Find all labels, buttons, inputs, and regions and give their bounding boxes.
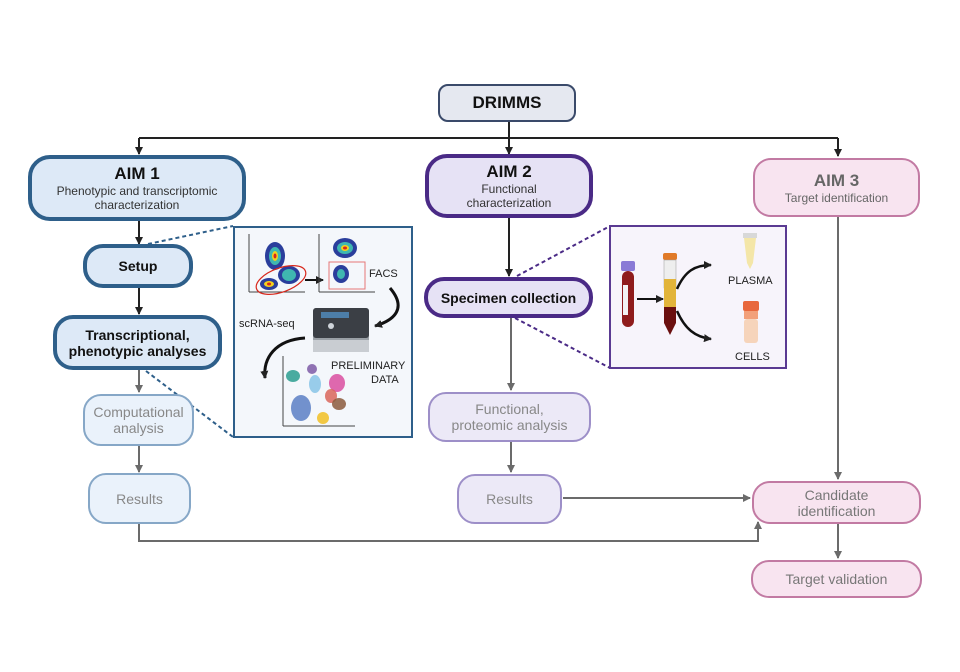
transcriptional-analyses-node[interactable]: Transcriptional, phenotypic analyses [53, 315, 222, 370]
aim2-results-label: Results [486, 491, 533, 507]
functional-line1: Functional, [475, 401, 544, 417]
preliminary-data-line1: PRELIMINARY [331, 360, 406, 372]
facs-plot-1 [248, 234, 307, 295]
computational-analysis-node[interactable]: Computational analysis [83, 394, 194, 446]
computational-line2: analysis [113, 420, 164, 436]
connector-aim1-results-to-candidate [138, 521, 762, 542]
dotted-link-setup-panel-top [147, 225, 234, 245]
aim1-subtitle-line1: Phenotypic and transcriptomic [56, 184, 218, 198]
aim1-results-node[interactable]: Results [88, 473, 191, 524]
setup-label: Setup [118, 258, 158, 274]
dotted-link-analyses-panel-bottom [145, 370, 234, 438]
facs-gate-rect [328, 261, 366, 290]
target-validation-node[interactable]: Target validation [751, 560, 922, 598]
drimms-node[interactable]: DRIMMS [438, 84, 576, 122]
specimen-collection-label: Specimen collection [440, 289, 577, 306]
aim3-subtitle: Target identification [784, 190, 889, 205]
aim1-title: AIM 1 [114, 164, 160, 183]
specimen-collection-node[interactable]: Specimen collection [424, 277, 593, 318]
aim2-subtitle-line2: characterization [466, 196, 552, 210]
computational-line1: Computational [93, 404, 184, 420]
drimms-label: DRIMMS [472, 93, 542, 112]
facs-label: FACS [369, 268, 398, 280]
functional-line2: proteomic analysis [451, 417, 568, 433]
aim2-title: AIM 2 [486, 162, 532, 181]
aim3-node[interactable]: AIM 3 Target identification [753, 158, 920, 217]
aim1-detail-panel: FACS scRNA-seq PRELIMINARY DATA [233, 226, 413, 438]
sequencer-icon [313, 308, 369, 352]
aim1-panel-illustration [248, 234, 400, 427]
aim2-node[interactable]: AIM 2 Functional characterization [425, 154, 593, 218]
centrifuge-tube-icon [663, 253, 677, 335]
candidate-line1: Candidate [804, 486, 869, 503]
blood-tube-icon [621, 261, 635, 327]
candidate-line2: identification [797, 502, 876, 519]
target-validation-label: Target validation [785, 571, 888, 587]
dotted-link-specimen-panel-bottom [514, 317, 611, 369]
aim3-title: AIM 3 [813, 170, 860, 190]
aim1-node[interactable]: AIM 1 Phenotypic and transcriptomic char… [28, 155, 246, 221]
tsne-scatter-plot [282, 356, 355, 427]
scrna-seq-label: scRNA-seq [239, 318, 295, 330]
aim2-results-node[interactable]: Results [457, 474, 562, 524]
dotted-link-specimen-panel-top [516, 225, 611, 277]
analyses-line2: phenotypic analyses [68, 342, 207, 359]
plasma-label: PLASMA [728, 275, 773, 287]
aim2-detail-panel: PLASMA CELLS [609, 225, 787, 369]
aim2-subtitle-line1: Functional [481, 182, 537, 196]
setup-node[interactable]: Setup [83, 244, 193, 288]
analyses-line1: Transcriptional, [85, 326, 190, 343]
functional-analysis-node[interactable]: Functional, proteomic analysis [428, 392, 591, 442]
facs-plot-2 [318, 234, 375, 293]
cells-label: CELLS [735, 351, 770, 363]
cells-tube-icon [743, 301, 759, 343]
facs-gate-ellipse [255, 265, 307, 295]
aim1-subtitle-line2: characterization [94, 198, 180, 212]
plasma-tube-icon [743, 233, 757, 269]
aim2-panel-illustration [621, 233, 759, 343]
aim1-results-label: Results [116, 490, 163, 507]
candidate-identification-node[interactable]: Candidate identification [752, 481, 921, 524]
preliminary-data-line2: DATA [371, 374, 399, 386]
